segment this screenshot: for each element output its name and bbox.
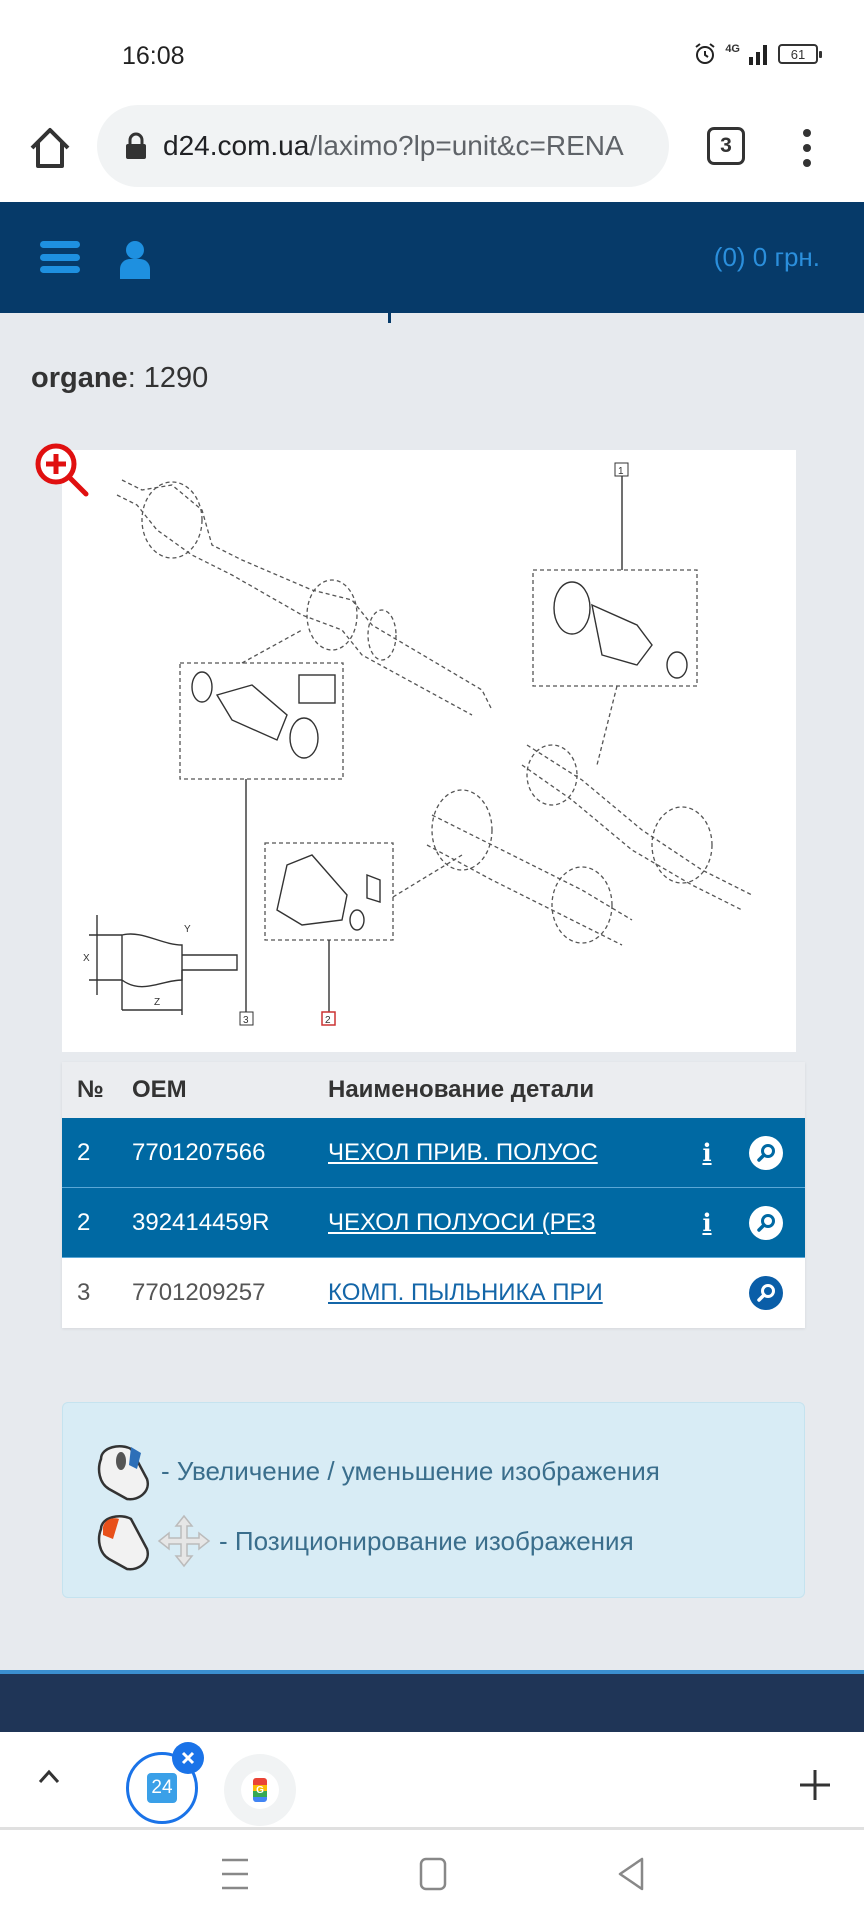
lock-icon bbox=[126, 132, 146, 159]
legend-zoom-text: - Увеличение / уменьшение изображения bbox=[161, 1455, 660, 1486]
row-oem: 7701207566 bbox=[132, 1138, 266, 1166]
row-oem: 7701209257 bbox=[132, 1279, 266, 1306]
google-travel-favicon: G bbox=[241, 1771, 279, 1809]
info-icon[interactable]: i bbox=[702, 1138, 712, 1167]
parts-table: № OEM Наименование детали 2 7701207566 Ч… bbox=[62, 1062, 805, 1328]
tab-google-travel[interactable]: G bbox=[224, 1754, 296, 1826]
battery-icon: 61 bbox=[778, 44, 822, 64]
dim-x: X bbox=[83, 953, 90, 964]
row-oem: 392414459R bbox=[132, 1208, 270, 1236]
site-header: (0) 0 грн. bbox=[0, 202, 864, 313]
network-type: 4G bbox=[725, 43, 740, 55]
organe-label: organe bbox=[31, 362, 128, 394]
search-part-icon[interactable] bbox=[749, 1205, 783, 1240]
legend-pan-text: - Позиционирование изображения bbox=[219, 1525, 634, 1556]
mouse-wheel-icon bbox=[97, 1445, 150, 1501]
close-tab-icon[interactable] bbox=[172, 1742, 204, 1774]
table-header: № OEM Наименование детали bbox=[62, 1062, 805, 1118]
table-row[interactable]: 3 7701209257 КОМП. ПЫЛЬНИКА ПРИ bbox=[62, 1258, 805, 1328]
tab-d24[interactable]: 24 bbox=[126, 1752, 198, 1824]
user-icon[interactable] bbox=[118, 239, 152, 279]
part-name-link[interactable]: КОМП. ПЫЛЬНИКА ПРИ bbox=[328, 1279, 603, 1306]
battery-level: 61 bbox=[790, 46, 806, 62]
table-row[interactable]: 2 392414459R ЧЕХОЛ ПОЛУОСИ (РЕЗ i bbox=[62, 1188, 805, 1258]
callout-1[interactable]: 1 bbox=[618, 466, 624, 477]
signal-icon bbox=[749, 45, 767, 65]
google-g-glyph: G bbox=[253, 1778, 267, 1802]
header-indicator bbox=[388, 313, 391, 323]
footer-divider bbox=[0, 1670, 864, 1674]
callout-3[interactable]: 3 bbox=[243, 1015, 249, 1026]
diagram-drawing: 1 2 3 X Y Z bbox=[83, 462, 753, 1026]
zoom-in-icon[interactable] bbox=[32, 440, 92, 500]
search-part-icon[interactable] bbox=[749, 1276, 783, 1310]
parts-diagram[interactable]: 1 2 3 X Y Z bbox=[62, 450, 796, 1052]
status-time: 16:08 bbox=[122, 42, 185, 70]
mouse-left-click-icon bbox=[97, 1515, 150, 1571]
url-path: /laximo?lp=unit&c=RENA bbox=[309, 130, 624, 161]
legend-zoom: - Увеличение / уменьшение изображения bbox=[91, 1439, 660, 1503]
col-oem: OEM bbox=[132, 1076, 187, 1103]
system-nav-bar bbox=[0, 1830, 864, 1920]
search-part-icon[interactable] bbox=[749, 1135, 783, 1170]
col-no: № bbox=[77, 1076, 104, 1103]
home-nav-icon[interactable] bbox=[418, 1856, 448, 1892]
hamburger-menu-icon[interactable] bbox=[40, 241, 80, 273]
dim-y: Y bbox=[184, 924, 191, 935]
chevron-up-icon[interactable] bbox=[36, 1764, 62, 1790]
new-tab-plus-icon[interactable] bbox=[798, 1768, 832, 1802]
part-name-link[interactable]: ЧЕХОЛ ПРИВ. ПОЛУОС bbox=[328, 1138, 598, 1166]
url-bar[interactable]: d24.com.ua/laximo?lp=unit&c=RENA bbox=[97, 105, 669, 187]
d24-favicon: 24 bbox=[147, 1773, 177, 1803]
row-no: 2 bbox=[77, 1208, 91, 1236]
organe-line: organe: 1290 bbox=[31, 362, 208, 395]
recent-apps-icon[interactable] bbox=[220, 1856, 250, 1892]
status-icons: 4G 61 bbox=[693, 42, 822, 66]
home-icon[interactable] bbox=[24, 122, 76, 174]
move-arrows-icon bbox=[157, 1514, 211, 1568]
browser-toolbar: d24.com.ua/laximo?lp=unit&c=RENA 3 bbox=[0, 100, 864, 200]
row-no: 3 bbox=[77, 1279, 91, 1306]
row-no: 2 bbox=[77, 1138, 91, 1166]
controls-legend: - Увеличение / уменьшение изображения - … bbox=[62, 1402, 805, 1598]
tab-switcher-button[interactable]: 3 bbox=[707, 127, 745, 165]
status-bar: 16:08 4G 61 bbox=[0, 0, 864, 100]
info-icon[interactable]: i bbox=[702, 1208, 712, 1237]
legend-pan: - Позиционирование изображения bbox=[91, 1509, 634, 1573]
alarm-icon bbox=[695, 43, 715, 64]
browser-menu-button[interactable] bbox=[795, 125, 819, 171]
dim-z: Z bbox=[154, 997, 160, 1008]
col-name: Наименование детали bbox=[328, 1076, 595, 1103]
site-footer bbox=[0, 1674, 864, 1732]
url-domain: d24.com.ua bbox=[163, 130, 310, 161]
back-nav-icon[interactable] bbox=[616, 1856, 646, 1892]
url-text: d24.com.ua/laximo?lp=unit&c=RENA bbox=[163, 130, 624, 162]
tab-group-bar: 24 G bbox=[0, 1732, 864, 1830]
table-row[interactable]: 2 7701207566 ЧЕХОЛ ПРИВ. ПОЛУОС i bbox=[62, 1118, 805, 1188]
callout-2[interactable]: 2 bbox=[325, 1015, 331, 1026]
cart-summary[interactable]: (0) 0 грн. bbox=[713, 242, 820, 272]
part-name-link[interactable]: ЧЕХОЛ ПОЛУОСИ (РЕЗ bbox=[328, 1208, 596, 1236]
organe-value: : 1290 bbox=[127, 362, 209, 394]
